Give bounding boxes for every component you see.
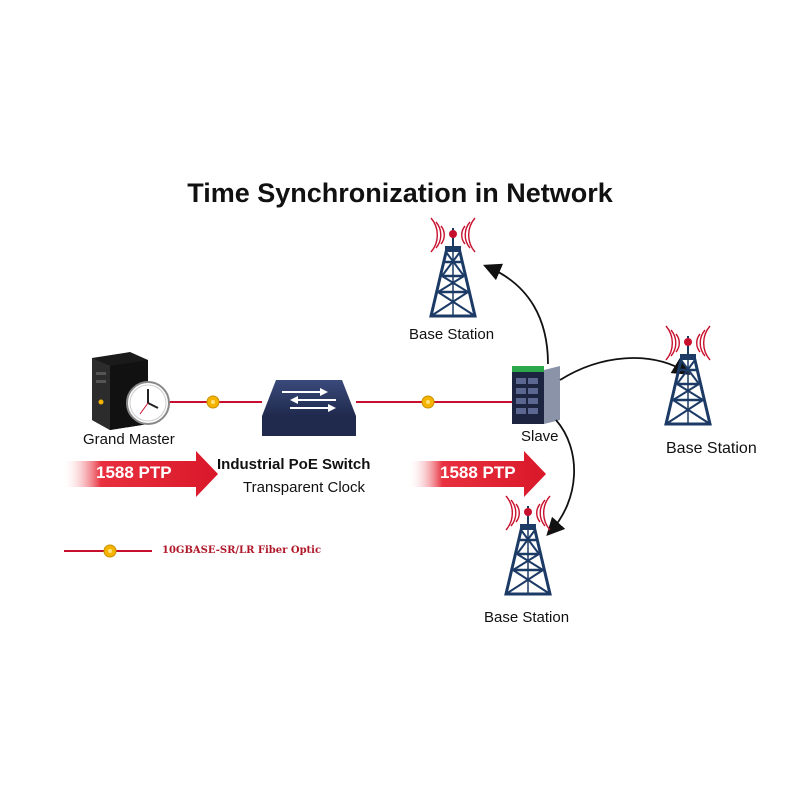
cell-tower-icon	[664, 324, 712, 426]
sync-arrow-right	[559, 357, 691, 381]
switch-name-label: Industrial PoE Switch	[217, 456, 371, 473]
ptp-label-left: 1588 PTP	[96, 463, 172, 482]
fiber-connector-icon	[421, 395, 435, 409]
legend-connector-icon	[103, 544, 117, 558]
fiber-connector-icon	[206, 395, 220, 409]
base-station-right-label: Base Station	[666, 440, 757, 457]
base-station-top-label: Base Station	[409, 326, 495, 343]
ptp-arrow-left	[62, 451, 218, 497]
cell-tower-icon	[504, 494, 552, 596]
slave-switch-icon	[512, 366, 560, 424]
sync-arrow-top	[483, 263, 549, 365]
slave-label: Slave	[521, 428, 559, 445]
legend-label: 10GBASE-SR/LR Fiber Optic	[162, 545, 322, 556]
switch-role-label: Transparent Clock	[243, 479, 365, 496]
clock-icon	[126, 381, 170, 425]
sync-arrow-bottom	[546, 419, 575, 536]
ptp-label-right: 1588 PTP	[440, 463, 516, 482]
base-station-bottom-label: Base Station	[484, 609, 570, 626]
cell-tower-icon	[429, 216, 477, 318]
ptp-arrow-right	[408, 451, 546, 497]
diagram-title: Time Synchronization in Network	[187, 178, 613, 208]
industrial-switch-icon	[262, 380, 356, 436]
grand-master-label: Grand Master	[83, 431, 175, 448]
